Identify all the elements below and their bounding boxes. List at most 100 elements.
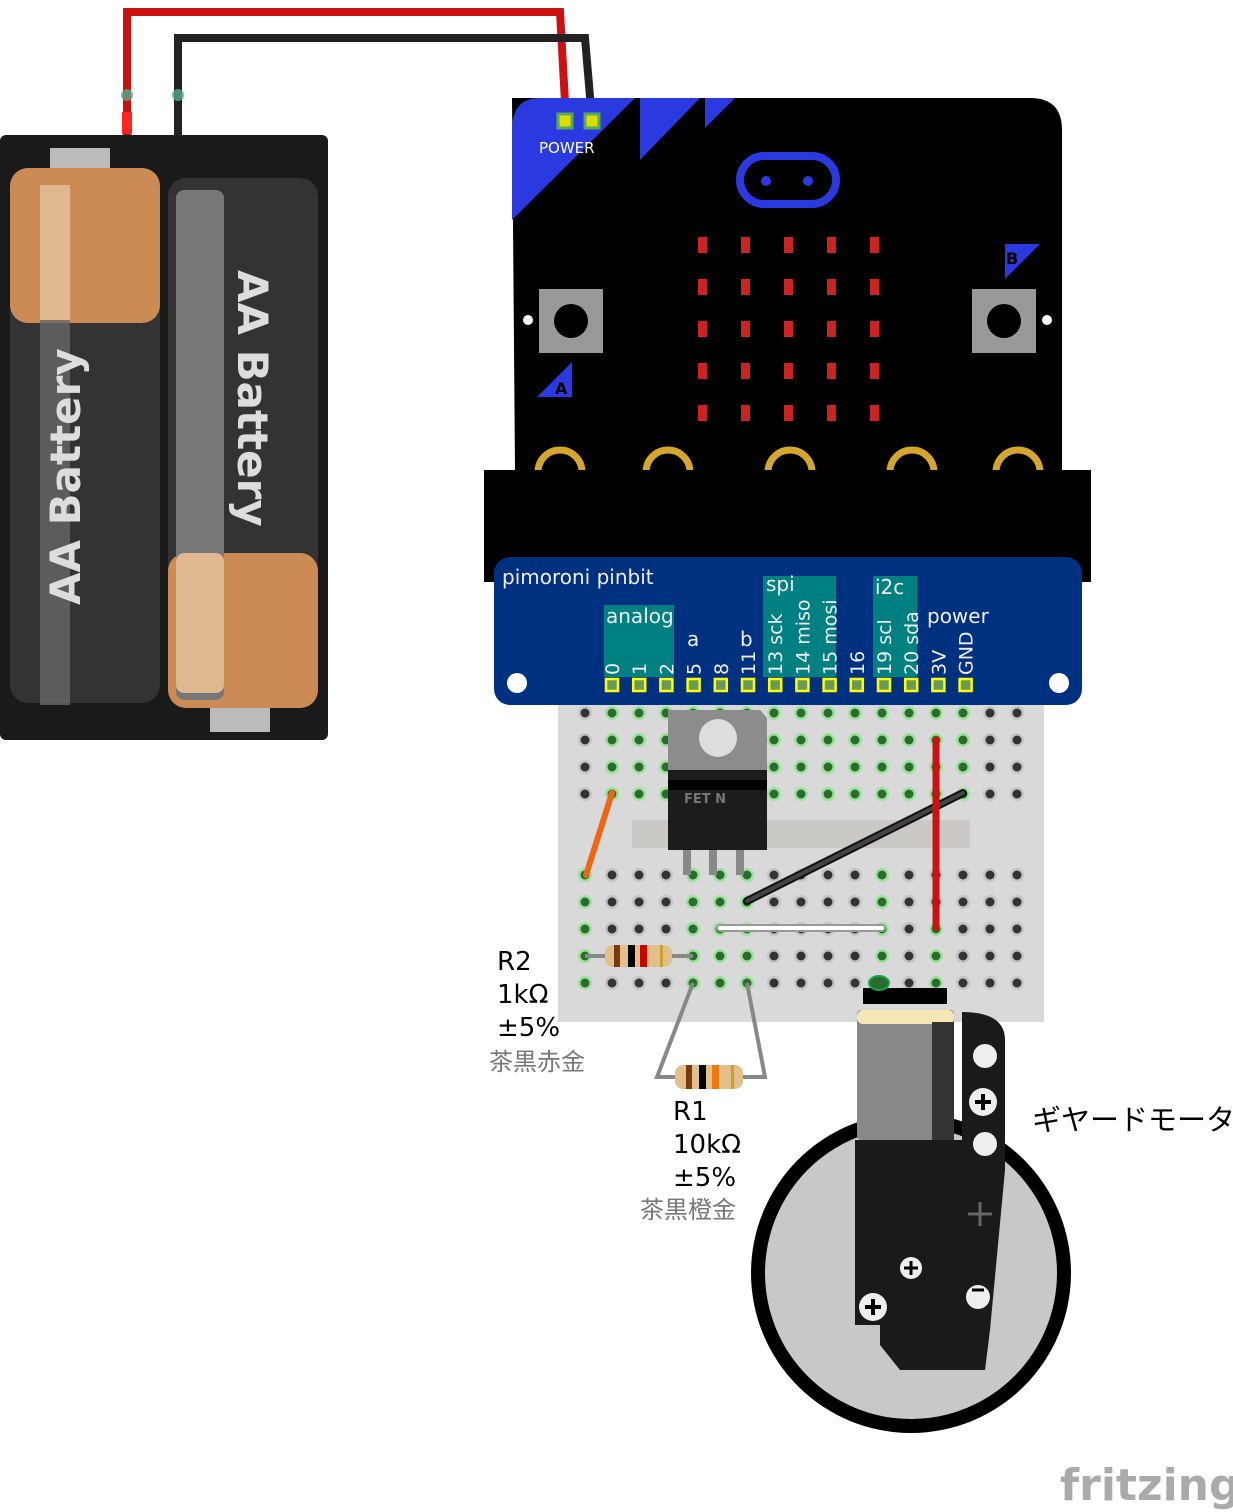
hole-center [904, 708, 914, 718]
led [698, 405, 707, 421]
wire-red-battery[interactable] [123, 8, 570, 135]
led [741, 363, 750, 379]
pin-pad[interactable] [876, 677, 892, 693]
led [698, 279, 707, 295]
hole-center [796, 951, 806, 961]
hole-center [904, 951, 914, 961]
hole-center [715, 951, 725, 961]
hole-center [958, 924, 968, 934]
wire-orange[interactable] [583, 790, 615, 878]
pin-pad[interactable] [631, 677, 647, 693]
led [698, 363, 707, 379]
battery-label-right: AA Battery [228, 270, 277, 527]
wire-black-battery[interactable] [174, 34, 596, 135]
hole-center [796, 978, 806, 988]
r1-value: 10kΩ [673, 1130, 741, 1160]
pin-pad[interactable] [958, 677, 973, 693]
r2-bands: 茶黒赤金 [489, 1048, 585, 1076]
hole-center [715, 870, 725, 880]
fet-label: FET N [684, 792, 726, 807]
hole-center [769, 897, 779, 907]
hole-center [661, 870, 671, 880]
hole-center [661, 897, 671, 907]
hole-center [1012, 789, 1022, 799]
hole-center [607, 897, 617, 907]
hole-center [958, 897, 968, 907]
pin-pad[interactable] [659, 677, 674, 693]
hole-center [1012, 735, 1022, 745]
hole-center [580, 708, 590, 718]
hole-center [1012, 897, 1022, 907]
hole-center [985, 789, 995, 799]
pin-label: 8 [711, 663, 733, 675]
motor-label: ギヤードモータ [1032, 1103, 1233, 1137]
pin-pad[interactable] [713, 677, 729, 693]
pin-pad[interactable] [604, 677, 620, 693]
hole-center [904, 789, 914, 799]
power-label: POWER [539, 139, 595, 157]
hole-center [958, 708, 968, 718]
fet-transistor[interactable]: FET N [668, 710, 767, 875]
hole-center [850, 735, 860, 745]
hole-center [769, 735, 779, 745]
r1-tolerance: ±5% [673, 1163, 736, 1193]
hole-center [607, 735, 617, 745]
microbit[interactable]: POWER A B [484, 98, 1091, 582]
r2-name: R2 [497, 947, 532, 977]
hole-center [958, 951, 968, 961]
button-b[interactable] [972, 289, 1036, 353]
hole-center [607, 924, 617, 934]
perfboard[interactable] [558, 700, 1044, 1022]
pin-pad[interactable] [903, 677, 919, 693]
led [741, 279, 750, 295]
pin-pad[interactable] [795, 677, 810, 693]
pin-pad[interactable] [740, 677, 756, 693]
hole-center [769, 708, 779, 718]
hole-center [580, 789, 590, 799]
hole-center [580, 924, 590, 934]
hole-center [985, 897, 995, 907]
hole-center [985, 951, 995, 961]
pin-pad[interactable] [767, 677, 783, 693]
hole-center [877, 762, 887, 772]
hole-center [850, 978, 860, 988]
hole-center [634, 924, 644, 934]
button-a[interactable] [539, 289, 603, 353]
battery-pack[interactable]: AA Battery AA Battery [0, 135, 328, 740]
geared-motor[interactable] [751, 975, 1071, 1433]
hole-center [823, 897, 833, 907]
pin-label: 5 [684, 663, 706, 675]
hole-center [877, 789, 887, 799]
hole-center [850, 708, 860, 718]
hole-center [823, 951, 833, 961]
hole-center [580, 897, 590, 907]
pin-pad[interactable] [849, 677, 865, 693]
pin-pad[interactable] [822, 677, 837, 693]
pinbit-board[interactable]: pimoroni pinbit analog spi i2c power a b… [494, 557, 1082, 705]
hole-center [607, 870, 617, 880]
hole-center [661, 978, 671, 988]
hole-center [823, 762, 833, 772]
r1-name: R1 [673, 1097, 708, 1127]
led [870, 279, 879, 295]
hole-center [796, 762, 806, 772]
hole-center [985, 708, 995, 718]
pin-label: 19 scl [874, 619, 896, 675]
button-b-marker [1005, 244, 1040, 279]
hole-center [634, 789, 644, 799]
hole-center [904, 924, 914, 934]
hole-center [688, 924, 698, 934]
resistor-r1[interactable] [654, 982, 768, 1089]
hole-center [823, 789, 833, 799]
hole-center [850, 762, 860, 772]
hole-center [823, 870, 833, 880]
led [741, 405, 750, 421]
hole-center [823, 708, 833, 718]
resistor-r2[interactable] [585, 945, 693, 967]
led [784, 405, 793, 421]
pin-pad[interactable] [931, 677, 946, 693]
led [827, 363, 836, 379]
hole-center [607, 708, 617, 718]
pin-pad[interactable] [686, 677, 701, 693]
